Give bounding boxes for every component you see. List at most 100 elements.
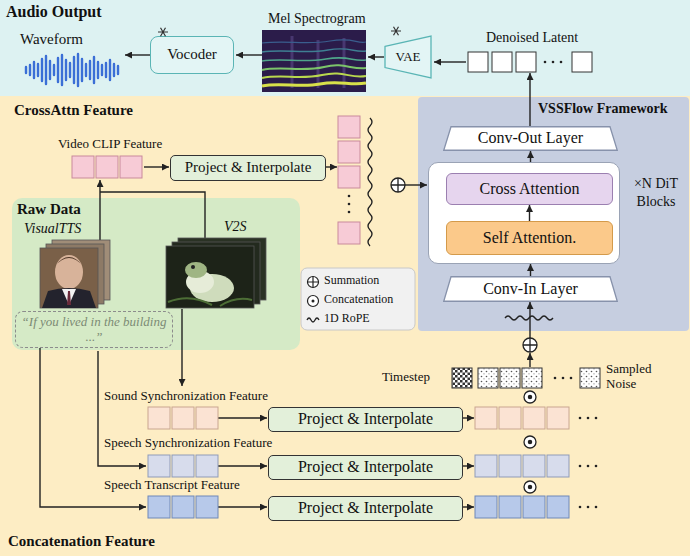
noise-token (478, 368, 498, 388)
sound-sync-token (499, 407, 521, 429)
framework-panel: VSSFlow FrameworkConv-Out Layer×N DiT Bl… (418, 97, 689, 331)
ellipsis-dots (587, 465, 590, 468)
clip-feature-token (338, 222, 360, 244)
vocoder-box: Vocoder (150, 36, 234, 74)
video-frame-face (67, 291, 71, 305)
mel-spectrogram-image (262, 49, 366, 52)
flow-arrow (326, 166, 337, 167)
flow-arrow (218, 506, 267, 507)
node-heading: V2S (224, 219, 247, 235)
video-frame-frog (168, 298, 252, 306)
ellipsis-dots (587, 417, 590, 420)
mel-spectrogram-image (262, 65, 366, 70)
transcript-token (523, 496, 545, 518)
mel-spectrogram-image (262, 73, 366, 78)
ellipsis-dots (554, 377, 557, 380)
project-interpolate-box: Project & Interpolate (268, 407, 463, 432)
transcript-token (148, 496, 170, 518)
node-label: Vocoder (167, 46, 217, 63)
ellipsis-dots (587, 506, 590, 509)
video-frame-face (55, 257, 83, 266)
node-label: Project & Interpolate (298, 499, 433, 517)
flow-arrow (529, 302, 530, 338)
concatenation-symbol (528, 440, 531, 443)
mel-spectrogram-image (262, 58, 366, 61)
flow-arrow (463, 465, 474, 466)
noise-token (500, 368, 520, 388)
flow-arrow (463, 417, 474, 418)
clip-feature-token (120, 156, 142, 178)
node-heading: ×N DiT Blocks (626, 175, 686, 211)
feature-label: Waveform (20, 31, 83, 48)
mel-spectrogram-image (262, 83, 366, 86)
flow-arrow (99, 180, 100, 240)
node-heading: Audio Output (6, 3, 102, 21)
feature-label: Timestep (382, 370, 430, 385)
clip-feature-token (338, 166, 360, 188)
speech-sync-token (148, 455, 170, 477)
legend-frame (301, 268, 415, 330)
speech-sync-token (196, 455, 218, 477)
latent-token (468, 52, 592, 72)
sound-sync-token (523, 407, 545, 429)
dit-block-frame: ×N DiT BlocksCross AttentionSelf Attenti… (428, 162, 620, 264)
ellipsis-dots (595, 506, 598, 509)
noise-token (580, 368, 600, 388)
summation-symbol (523, 338, 537, 352)
summation-symbol (391, 178, 405, 192)
feature-label: Sound Synchronization Feature (104, 389, 268, 404)
video-frame-face (42, 288, 96, 308)
transcript-token (196, 496, 218, 518)
sound-sync-token (196, 407, 218, 429)
flow-arrow (125, 54, 150, 55)
clip-feature-token (338, 116, 360, 138)
legend-symbol (308, 277, 319, 288)
mel-spectrogram-image (262, 40, 366, 43)
ellipsis-dots (348, 203, 351, 206)
feature-label: Sampled Noise (606, 362, 682, 392)
cross-attention-box: Cross Attention (446, 173, 613, 205)
vae-trapezoid: VAE (384, 35, 432, 79)
node-heading: Raw Data (17, 201, 81, 218)
speech-sync-token (499, 455, 521, 477)
legend-text: Concatenation (324, 293, 393, 307)
ellipsis-dots (562, 377, 565, 380)
clip-feature-token (96, 156, 118, 178)
timestep-token (452, 368, 472, 388)
sound-sync-token (475, 407, 497, 429)
noise-token (522, 368, 542, 388)
mel-spectrogram-image (262, 30, 366, 92)
sound-sync-token (547, 407, 569, 429)
ellipsis-dots (579, 465, 582, 468)
speech-sync-token (172, 455, 194, 477)
flow-arrow (463, 506, 474, 507)
ellipsis-dots (544, 61, 547, 64)
flow-arrow (529, 73, 530, 126)
video-frame-face (55, 255, 83, 289)
legend-symbol (306, 313, 320, 327)
ellipsis-dots (348, 211, 351, 214)
flow-arrow (368, 56, 384, 57)
conv-out-layer: Conv-Out Layer (443, 126, 618, 151)
ellipsis-dots (579, 506, 582, 509)
video-frame-face (40, 248, 98, 308)
clip-feature-token (72, 156, 94, 178)
conv-out-layer-outline (444, 127, 618, 151)
ellipsis-dots (579, 417, 582, 420)
flow-arrow (218, 465, 267, 466)
ellipsis-dots (348, 195, 351, 198)
legend-symbol (308, 296, 319, 307)
video-frame-frog (166, 238, 266, 308)
transcript-token (475, 496, 497, 518)
latent-token (468, 52, 488, 72)
flow-arrow (405, 184, 427, 185)
node-heading: VisualTTS (24, 221, 81, 237)
flow-arrow (529, 205, 530, 221)
speech-sync-token (475, 455, 497, 477)
node-heading: Concatenation Feature (8, 533, 155, 550)
summation-symbol (391, 178, 405, 192)
flow-arrow (530, 264, 531, 276)
project-interpolate-box: Project & Interpolate (268, 496, 463, 521)
flow-arrow (529, 353, 530, 367)
